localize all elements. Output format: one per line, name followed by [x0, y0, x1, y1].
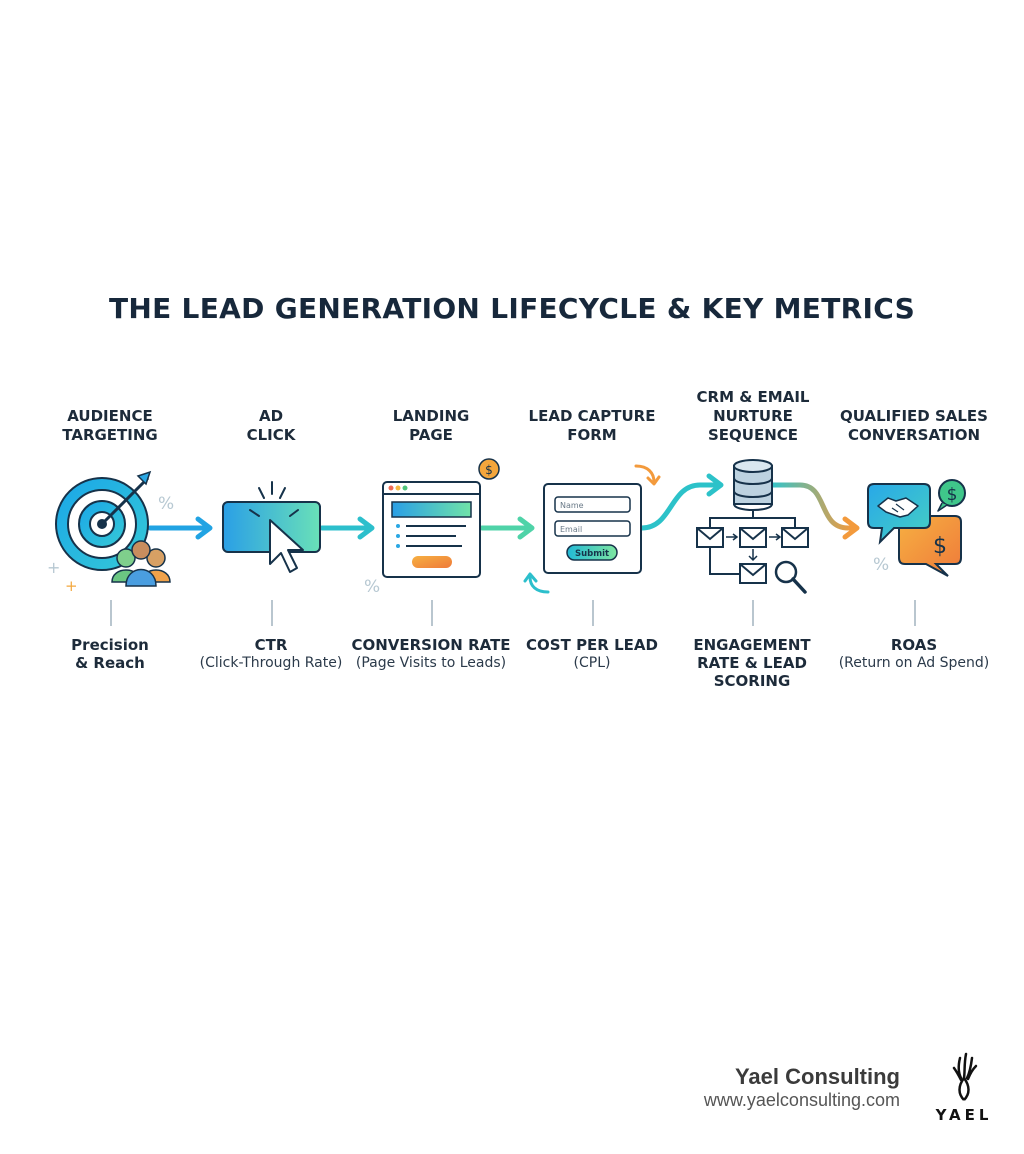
- stage-label-crm-email-nurture: CRM & EMAIL NURTURE SEQUENCE: [696, 388, 810, 444]
- flow-arrow-4: [639, 473, 724, 531]
- flow-arrow-2: [319, 516, 375, 540]
- metric-description: (Page Visits to Leads): [355, 655, 507, 671]
- stage-label-ad-click: AD CLICK: [246, 407, 296, 444]
- connector-tick: [592, 600, 594, 626]
- dollar-symbol: $: [947, 485, 958, 505]
- yael-logo-icon: [952, 1052, 978, 1101]
- metric-precision-reach: Precision & Reach: [25, 636, 195, 672]
- metric-roas: ROAS (Return on Ad Spend): [829, 636, 999, 672]
- metric-ctr: CTR (Click-Through Rate): [186, 636, 356, 672]
- email-field: Email: [560, 525, 582, 534]
- percent-symbol: %: [873, 555, 889, 575]
- ad-click-cursor-icon: [222, 481, 321, 573]
- connector-tick: [271, 600, 273, 626]
- metric-name: COST PER LEAD: [526, 636, 658, 654]
- flow-arrow-3: [479, 516, 535, 540]
- lead-form-icon: Name Email Submit: [523, 464, 661, 594]
- flow-arrow-5: [769, 482, 860, 540]
- page-title: THE LEAD GENERATION LIFECYCLE & KEY METR…: [108, 292, 916, 325]
- metric-name: CONVERSION RATE: [351, 636, 511, 654]
- metric-name: ENGAGEMENT RATE & LEAD SCORING: [693, 636, 811, 690]
- connector-tick: [752, 600, 754, 626]
- brand-url[interactable]: www.yaelconsulting.com: [703, 1090, 900, 1110]
- dollar-symbol: $: [933, 534, 947, 559]
- metric-name: Precision & Reach: [71, 636, 149, 672]
- percent-symbol: %: [364, 577, 380, 597]
- name-field: Name: [560, 501, 584, 510]
- plus-symbol: +: [65, 577, 78, 595]
- target-audience-icon: % + +: [47, 470, 174, 595]
- plus-symbol: +: [47, 558, 60, 577]
- stage-label-lead-capture-form: LEAD CAPTURE FORM: [528, 407, 656, 444]
- brand-name: Yael Consulting: [734, 1064, 900, 1089]
- metric-description: (CPL): [573, 655, 611, 671]
- stage-label-landing-page: LANDING PAGE: [392, 407, 470, 444]
- metric-engagement-lead-scoring: ENGAGEMENT RATE & LEAD SCORING: [667, 636, 837, 690]
- stage-label-audience-targeting: AUDIENCE TARGETING: [62, 407, 158, 444]
- metric-description: (Click-Through Rate): [199, 655, 343, 671]
- logo-wordmark: YAEL: [935, 1106, 993, 1124]
- connector-tick: [110, 600, 112, 626]
- metric-name: ROAS: [890, 636, 938, 654]
- lifecycle-diagram: % + + $ % Name Email Submit: [47, 458, 966, 597]
- dollar-symbol: $: [485, 463, 493, 477]
- landing-page-browser-icon: $ %: [364, 458, 500, 597]
- metric-description: (Return on Ad Spend): [838, 655, 990, 671]
- crm-database-email-icon: [696, 459, 809, 594]
- flow-arrow-1: [147, 516, 213, 540]
- stage-label-qualified-sales: QUALIFIED SALES CONVERSATION: [840, 407, 988, 444]
- metric-name: CTR: [254, 636, 288, 654]
- submit-button: Submit: [575, 549, 609, 559]
- connector-tick: [431, 600, 433, 626]
- connector-tick: [914, 600, 916, 626]
- metric-conversion-rate: CONVERSION RATE (Page Visits to Leads): [346, 636, 516, 672]
- metric-cost-per-lead: COST PER LEAD (CPL): [507, 636, 677, 672]
- handshake-chat-dollar-icon: $ $ %: [867, 479, 966, 577]
- percent-symbol: %: [158, 494, 174, 514]
